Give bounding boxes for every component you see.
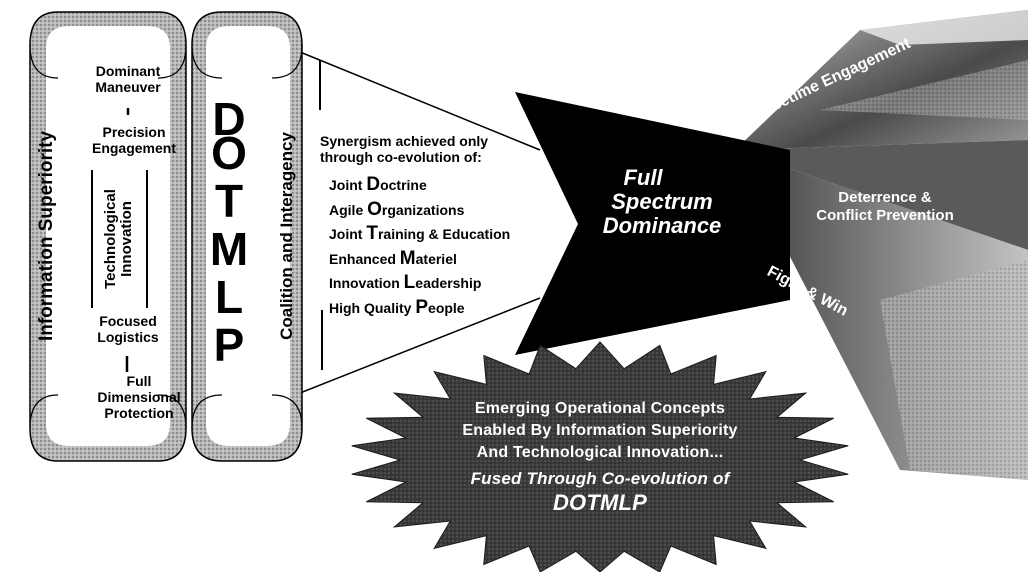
dotmlp-item-initial: L xyxy=(403,272,416,293)
starburst xyxy=(351,341,849,572)
dotmlp-item: High Quality People xyxy=(329,297,465,319)
letter-l: L xyxy=(214,271,244,323)
outcome-deterrence: Deterrence & Conflict Prevention xyxy=(795,189,975,225)
center-line3: Dominance xyxy=(602,213,722,238)
dotmlp-item-rest: eadership xyxy=(415,275,482,291)
info-superiority-label: Information Superiority xyxy=(36,130,57,342)
concept-dominant-maneuver: Dominant Maneuver xyxy=(95,63,161,95)
technological-innovation-label: Technological Innovation xyxy=(102,189,135,289)
starburst-line4: Fused Through Co-evolution of xyxy=(470,469,730,488)
dotmlp-item: Joint Doctrine xyxy=(329,174,427,196)
letter-d: D xyxy=(212,93,246,145)
letter-o: O xyxy=(211,127,247,179)
full-spectrum-dominance-label: Full Spectrum Dominance xyxy=(587,166,737,238)
starburst-line1: Emerging Operational Concepts xyxy=(474,400,726,417)
dotmlp-item-rest: raining & Education xyxy=(377,226,511,242)
left-cylinder xyxy=(29,11,187,462)
starburst-text: Emerging Operational Concepts Enabled By… xyxy=(420,398,780,516)
dotmlp-item-prefix: Joint xyxy=(329,226,367,242)
dotmlp-item: Joint Training & Education xyxy=(329,223,510,245)
center-line2: Spectrum xyxy=(611,189,713,214)
letter-p: P xyxy=(213,319,245,371)
dotmlp-item-rest: octrine xyxy=(380,177,427,193)
photo-fan xyxy=(735,0,1028,480)
synergism-heading: Synergism achieved only through co-evolu… xyxy=(320,133,488,165)
dotmlp-item-prefix: Enhanced xyxy=(329,250,400,267)
center-line1: Full xyxy=(623,165,663,190)
dotmlp-item-prefix: Joint xyxy=(329,177,367,193)
synergism-heading-line2: through co-evolution of: xyxy=(320,149,482,165)
dotmlp-item: Innovation Leadership xyxy=(329,272,481,294)
dotmlp-item-prefix: Agile xyxy=(329,201,368,218)
starburst-line3: And Technological Innovation... xyxy=(476,444,724,461)
concept-full-dimensional-protection: Full Dimensional Protection xyxy=(97,373,181,421)
synergism-heading-line1: Synergism achieved only xyxy=(320,133,489,149)
dotmlp-item: Agile Organizations xyxy=(329,199,464,221)
dotmlp-item-initial: P xyxy=(415,296,429,318)
coalition-interagency-label: Coalition and Interagency xyxy=(277,132,296,340)
dotmlp-item: Enhanced Materiel xyxy=(329,248,457,270)
dotmlp-item-prefix: High Quality xyxy=(329,299,416,316)
dotmlp-item-rest: ateriel xyxy=(415,250,457,267)
concept-focused-logistics: Focused Logistics xyxy=(97,313,159,345)
dotmlp-item-initial: O xyxy=(367,198,382,220)
center-triangle xyxy=(515,92,790,355)
dotmlp-item-initial: D xyxy=(366,174,381,195)
concept-precision-engagement: Precision Engagement xyxy=(91,124,176,156)
dotmlp-item-initial: M xyxy=(399,247,416,269)
outcome-deterrence-line2: Conflict Prevention xyxy=(816,207,954,224)
middle-cylinder xyxy=(191,11,323,462)
dotmlp-item-initial: T xyxy=(366,223,378,244)
starburst-line2: Enabled By Information Superiority xyxy=(462,422,738,439)
dotmlp-item-rest: eople xyxy=(428,299,465,316)
projection-lines xyxy=(299,51,575,394)
letter-t: T xyxy=(214,175,244,227)
dotmlp-item-prefix: Innovation xyxy=(329,275,404,291)
outcome-deterrence-line1: Deterrence & xyxy=(838,189,932,206)
starburst-line5: DOTMLP xyxy=(552,490,648,515)
letter-m: M xyxy=(209,223,249,275)
dotmlp-item-rest: rganizations xyxy=(381,201,465,218)
